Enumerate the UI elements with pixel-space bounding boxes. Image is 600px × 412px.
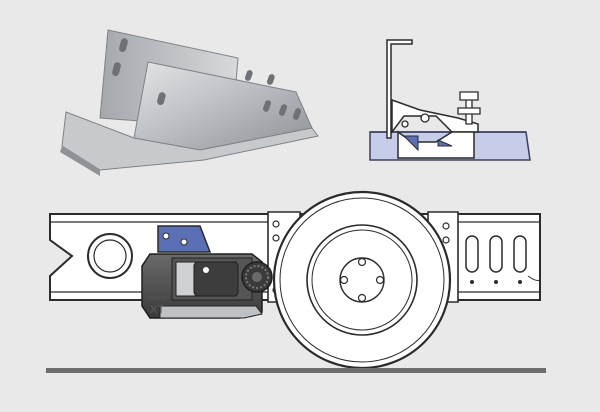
mover-motor-unit: Mover XT <box>141 253 273 319</box>
clamp-detail <box>369 39 531 161</box>
mover-brand-label: Mover <box>148 295 168 302</box>
drive-roller-icon <box>241 261 273 293</box>
mover-model-label: XT <box>150 304 164 316</box>
wheel-lug-nuts <box>339 257 385 303</box>
blue-mount-bracket <box>157 225 212 253</box>
ground-line <box>46 368 546 373</box>
wheel <box>272 190 452 370</box>
bracket-slot-holes <box>112 38 302 120</box>
mounting-bracket <box>60 29 319 176</box>
rail-slot-holes <box>465 235 527 273</box>
